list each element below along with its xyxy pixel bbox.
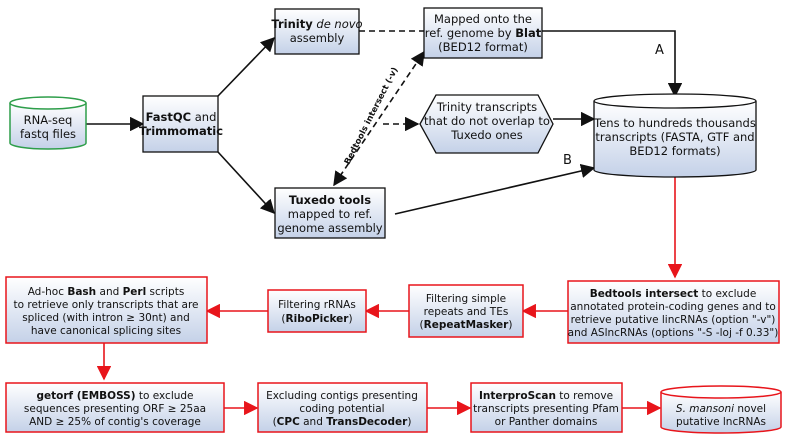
node-filtering-repeats: Filtering simple repeats and TEs (Repeat…: [408, 284, 524, 338]
node-excluding-contigs: Excluding contigs presenting coding pote…: [257, 382, 428, 433]
edge-tuxedo-tens-B: [394, 163, 596, 215]
bedtools-line1: Bedtools intersect to exclude: [590, 288, 757, 300]
tens-line2: transcripts (FASTA, GTF and: [595, 130, 754, 144]
nooverlap-line3: Tuxedo ones: [450, 128, 522, 142]
node-trinity-denovo: Trinity de novo assembly: [271, 8, 363, 55]
repeat-line3: (RepeatMasker): [420, 319, 513, 331]
mapped-line1: Mapped onto the: [434, 12, 532, 26]
edge-bedtools-v-dashed: [333, 50, 425, 187]
adhoc-line4: have canonical splicing sites: [31, 325, 181, 337]
rrna-line2: (RiboPicker): [281, 313, 352, 325]
tuxedo-line1: Tuxedo tools: [289, 193, 371, 207]
tuxedo-line3: genome assembly: [277, 221, 382, 235]
node-rnaseq-cylinder: RNA-seq fastq files: [9, 96, 87, 150]
nooverlap-line2: that do not overlap to: [424, 114, 550, 128]
edge-mapped-tens-A: [542, 30, 683, 98]
rnaseq-line1: RNA-seq: [24, 113, 73, 127]
node-tuxedo-tools: Tuxedo tools mapped to ref. genome assem…: [274, 187, 386, 239]
bedtools-line3: retrieve putative lincRNAs (option "-v"): [571, 314, 776, 326]
edges-black: [86, 30, 683, 215]
interpro-line1: InterproScan to remove: [479, 390, 613, 402]
node-adhoc-scripts: Ad-hoc Bash and Perl scripts to retrieve…: [5, 276, 208, 344]
interpro-line2: transcripts presenting Pfam: [473, 403, 619, 415]
node-getorf: getorf (EMBOSS) to exclude sequences pre…: [5, 382, 225, 433]
node-mapped-blat: Mapped onto the ref. genome by Blat (BED…: [423, 7, 543, 59]
edge-label-bedtools-v: Bedtools intersect (-v): [343, 66, 401, 167]
tens-line3: BED12 formats): [629, 144, 720, 158]
trinity-line2: assembly: [290, 31, 345, 45]
edge-fastqc-tuxedo: [217, 151, 275, 215]
getorf-line3: AND ≥ 25% of contig's coverage: [29, 416, 201, 428]
repeat-line2: repeats and TEs: [424, 306, 509, 318]
mapped-line2: ref. genome by Blat: [425, 26, 542, 40]
excluding-line1: Excluding contigs presenting: [266, 390, 418, 402]
rnaseq-line2: fastq files: [20, 127, 76, 141]
interpro-line3: or Panther domains: [495, 416, 598, 428]
mansoni-line1: S. mansoni novel: [676, 403, 766, 415]
bedtools-line4: and ASlncRNAs (options "-S -loj -f 0.33"…: [568, 327, 779, 339]
mapped-line3: (BED12 format): [438, 40, 528, 54]
node-bedtools-intersect: Bedtools intersect to exclude annotated …: [567, 280, 780, 344]
adhoc-line2: to retrieve only transcripts that are: [13, 299, 198, 311]
getorf-line1: getorf (EMBOSS) to exclude: [36, 390, 193, 402]
fastqc-line2: Trimmomatic: [139, 124, 223, 138]
edge-label-B: B: [563, 153, 572, 168]
repeat-line1: Filtering simple: [426, 293, 506, 305]
tuxedo-line2: mapped to ref.: [288, 207, 373, 221]
trinity-line1: Trinity de novo: [271, 17, 362, 31]
adhoc-line1: Ad-hoc Bash and Perl scripts: [28, 286, 185, 298]
node-interproscan: InterproScan to remove transcripts prese…: [470, 382, 623, 433]
mansoni-line2: putative lncRNAs: [676, 416, 766, 428]
bedtools-line2: annotated protein-coding genes and to: [570, 301, 776, 313]
edges-red: [96, 177, 683, 416]
excluding-line2: coding potential: [299, 403, 384, 415]
fastqc-line1: FastQC and: [146, 110, 217, 124]
node-mansoni-cylinder: S. mansoni novel putative lncRNAs: [660, 385, 782, 434]
tens-line1: Tens to hundreds thousands: [593, 116, 756, 130]
adhoc-line3: spliced (with intron ≥ 30nt) and: [22, 312, 190, 324]
edge-label-A: A: [655, 43, 664, 58]
nooverlap-line1: Trinity transcripts: [436, 100, 537, 114]
getorf-line2: sequences presenting ORF ≥ 25aa: [24, 403, 206, 415]
rrna-line1: Filtering rRNAs: [278, 299, 356, 311]
edge-fastqc-trinity: [217, 36, 276, 97]
node-fastqc-trimmomatic: FastQC and Trimmomatic: [139, 95, 223, 153]
node-tens-cylinder: Tens to hundreds thousands transcripts (…: [593, 93, 757, 178]
excluding-line3: (CPC and TransDecoder): [273, 416, 412, 428]
node-filtering-rrna: Filtering rRNAs (RiboPicker): [267, 289, 367, 333]
node-trinity-nooverlap-hexagon: Trinity transcripts that do not overlap …: [419, 94, 554, 154]
